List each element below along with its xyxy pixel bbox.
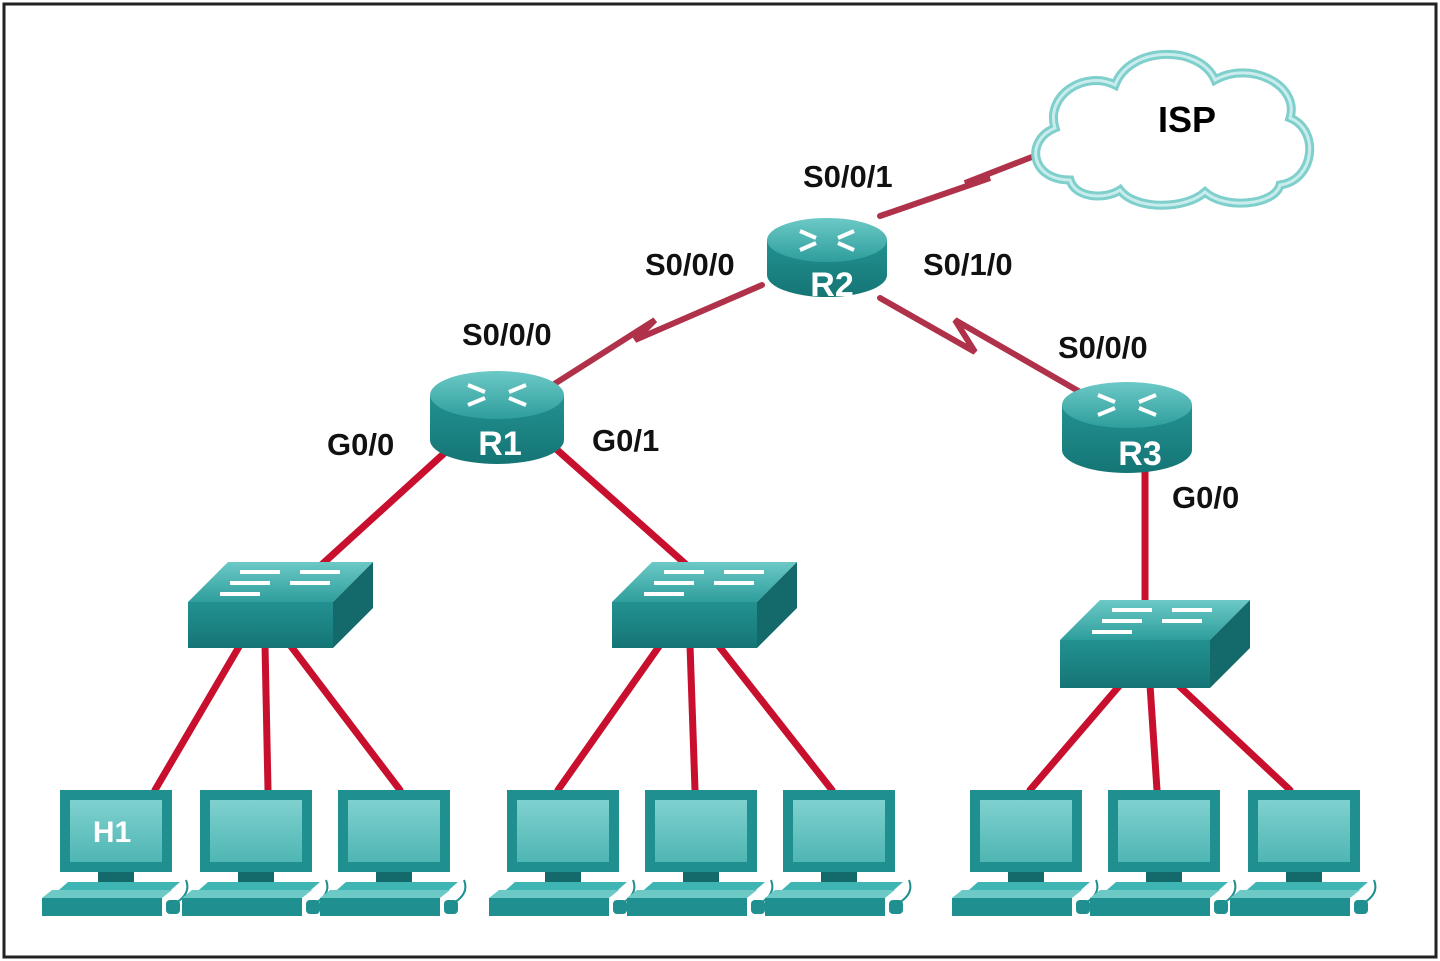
switch-2 — [612, 562, 797, 648]
link-sw2-pc6 — [714, 641, 836, 794]
workstation-icon — [182, 790, 329, 916]
interface-label-r3-g00: G0/0 — [1172, 480, 1239, 515]
switch-arrows-icon — [1092, 608, 1212, 634]
switch-3 — [1060, 600, 1250, 688]
pc-group — [42, 790, 1377, 916]
interface-label-r2-s000: S0/0/0 — [645, 247, 735, 282]
cloud-label: ISP — [1158, 99, 1216, 140]
router-r2: R2 — [767, 218, 887, 304]
switch-1 — [188, 562, 373, 648]
router-label-r3: R3 — [1118, 435, 1161, 473]
workstation-icon — [627, 790, 774, 916]
link-sw3-pc8 — [1146, 681, 1161, 794]
workstation-icon — [42, 790, 189, 916]
isp-cloud: ISP — [1031, 49, 1315, 210]
link-sw1-pc3 — [286, 641, 404, 794]
interface-label-r2-s010: S0/1/0 — [923, 247, 1013, 282]
router-label-r1: R1 — [478, 425, 521, 463]
workstation-icon — [1090, 790, 1237, 916]
workstation-icon — [765, 790, 912, 916]
workstation-icon — [952, 790, 1099, 916]
switch-arrows-icon — [644, 570, 764, 596]
interface-label-r1-s000: S0/0/0 — [462, 317, 552, 352]
serial-link-r1-r2 — [545, 282, 765, 391]
link-sw1-pc1 — [151, 641, 244, 794]
links — [151, 145, 1294, 794]
host-label-h1: H1 — [93, 816, 131, 849]
workstation-icon — [1230, 790, 1377, 916]
interface-label-r1-g00: G0/0 — [327, 427, 394, 462]
router-arrows-icon — [467, 383, 527, 407]
router-r3: R3 — [1062, 382, 1192, 473]
router-label-r2: R2 — [810, 266, 853, 304]
serial-link-r2-isp — [877, 145, 1058, 219]
link-sw2-pc5 — [686, 641, 699, 794]
link-sw3-pc7 — [1026, 681, 1124, 794]
link-sw3-pc9 — [1174, 681, 1294, 794]
serial-link-r2-r3 — [877, 295, 1083, 395]
router-r1: R1 — [430, 371, 564, 464]
router-arrows-icon — [799, 229, 855, 252]
workstation-icon — [489, 790, 636, 916]
link-sw2-pc4 — [554, 641, 664, 794]
workstation-icon — [320, 790, 467, 916]
interface-label-r1-g01: G0/1 — [592, 423, 659, 458]
link-r1-sw1 — [314, 444, 454, 572]
switch-arrows-icon — [220, 570, 340, 596]
link-r1-sw2 — [551, 444, 694, 572]
interface-label-r2-s001: S0/0/1 — [803, 159, 893, 194]
link-sw1-pc2 — [261, 641, 272, 794]
router-arrows-icon — [1097, 393, 1157, 417]
interface-label-r3-s000: S0/0/0 — [1058, 330, 1148, 365]
